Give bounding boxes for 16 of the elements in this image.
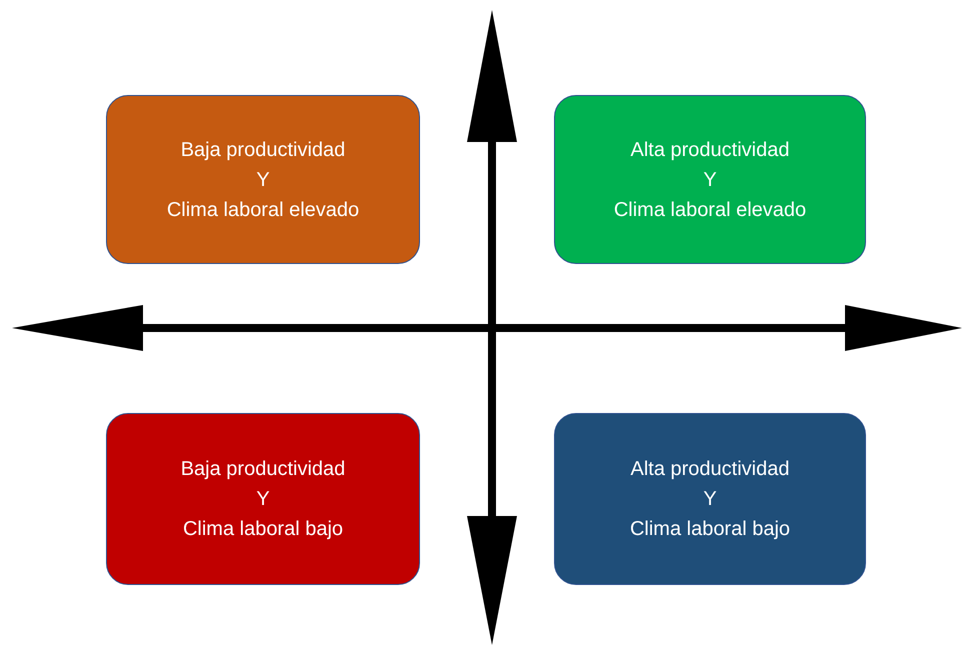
quadrant-text: Alta productividad <box>630 457 790 482</box>
quadrant-text: Y <box>703 168 717 192</box>
quadrant-box <box>554 413 866 585</box>
quadrant-text: Clima laboral bajo <box>182 517 344 542</box>
quadrant-box <box>554 95 866 264</box>
quadrant-text: Clima laboral bajo <box>630 517 790 542</box>
quadrant-text: Clima laboral elevado <box>614 198 806 222</box>
quadrant-text: Y <box>703 487 717 512</box>
quadrant-text: Clima laboral elevado <box>166 198 360 222</box>
quadrant-text: Y <box>256 168 270 192</box>
quadrant-text: Alta productividad <box>630 138 790 162</box>
quadrant-text: Y <box>256 487 270 512</box>
quadrant-text: Baja productividad <box>180 457 346 482</box>
quadrant-box <box>106 95 420 264</box>
quadrant-box <box>106 413 420 585</box>
quadrant-text: Baja productividad <box>180 138 346 162</box>
